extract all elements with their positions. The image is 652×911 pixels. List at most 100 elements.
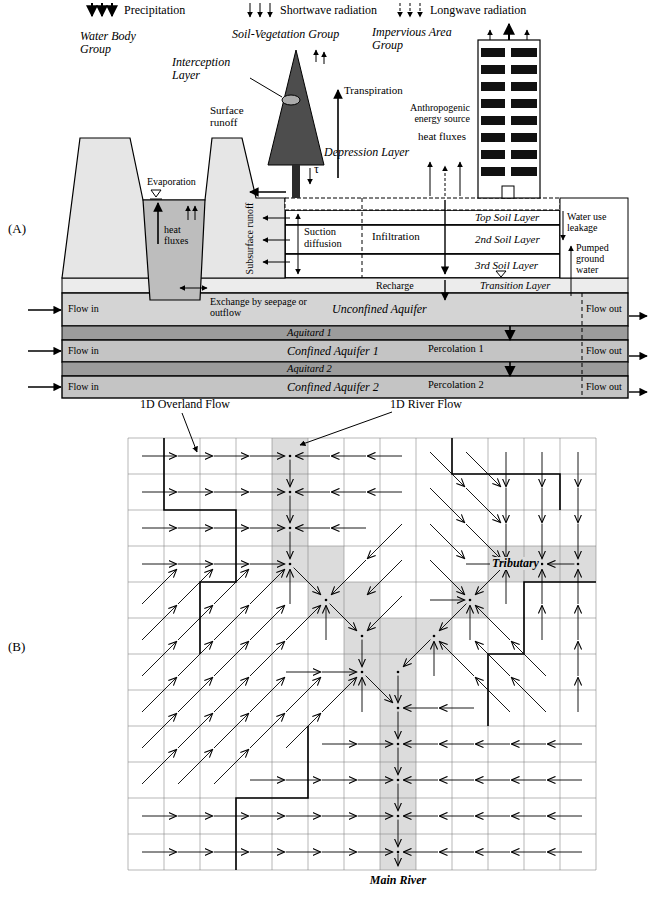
flow-grid [236, 726, 308, 870]
flow-grid [403, 780, 438, 781]
flow-grid [439, 852, 474, 853]
flow-grid [439, 744, 474, 745]
annotation-label: Interception Layer [172, 56, 250, 82]
building [505, 65, 511, 74]
flow-grid [398, 748, 399, 775]
flux-arrows [444, 200, 445, 274]
flow-grid [290, 460, 291, 487]
annotation-label: heat fluxes [418, 130, 466, 142]
flow-grid [439, 816, 474, 817]
layer-band: Top Soil Layer [285, 210, 560, 225]
building [481, 116, 537, 125]
flow-grid [178, 569, 213, 604]
flow-grid [289, 455, 292, 458]
flow-grid [358, 744, 393, 745]
layer-name: Confined Aquifer 1 [287, 345, 379, 358]
annotation-label: (A) [8, 222, 26, 236]
flux-arrows [28, 309, 61, 310]
annotation-label: Subsurface runoff [245, 202, 256, 274]
flow-grid [326, 605, 327, 640]
flow-grid [250, 780, 285, 781]
flow-grid [430, 600, 465, 601]
flow-grid [511, 744, 546, 745]
flow-grid [330, 604, 357, 631]
flow-grid [322, 672, 357, 673]
flow-grid [469, 599, 472, 602]
leader-arrows [182, 413, 197, 452]
annotation-label: Water Body Group [80, 30, 160, 56]
annotation-label: Infiltration [372, 230, 420, 242]
flow-grid [430, 452, 465, 487]
flow-grid [214, 492, 249, 493]
tree [250, 50, 324, 198]
flux-arrows [430, 162, 431, 196]
flow-grid [430, 488, 465, 523]
tree [292, 165, 300, 198]
flow-grid [142, 749, 177, 784]
edge-label: Percolation 2 [428, 379, 484, 391]
flow-grid [542, 605, 543, 640]
annotation-label: 1D Overland Flow [140, 398, 230, 411]
flow-grid [542, 569, 543, 604]
annotation-label: (B) [8, 640, 25, 654]
flow-grid [506, 488, 507, 523]
flow-grid [511, 677, 546, 712]
flow-grid [434, 641, 435, 676]
flow-grid [367, 524, 402, 559]
annotation-label: Flow in [68, 381, 99, 392]
annotation-label: 1D River Flow [390, 398, 462, 411]
flow-grid [214, 713, 249, 748]
flow-grid [214, 749, 249, 784]
layer-band: Aquitard 1 [62, 326, 628, 340]
flow-grid [466, 524, 501, 559]
flow-grid [547, 852, 582, 853]
annotation-label: Exchange by seepage or outflow [210, 296, 310, 318]
terrain [150, 190, 162, 199]
flow-grid [547, 744, 582, 745]
flow-grid [178, 641, 213, 676]
flow-grid [367, 456, 402, 457]
annotation-label: Pumped ground water [576, 242, 626, 275]
flow-grid [403, 744, 438, 745]
layer-fill [62, 278, 628, 293]
flow-grid [466, 452, 501, 487]
flux-arrows [444, 280, 445, 300]
flux-arrows [28, 386, 61, 387]
flux-arrows [629, 315, 647, 316]
flow-grid [178, 677, 213, 712]
flux-arrows [508, 24, 510, 40]
terrain [62, 138, 628, 398]
flow-grid [128, 438, 596, 870]
flow-grid [128, 546, 596, 547]
flow-grid [214, 564, 249, 565]
layer-band: Unconfined Aquifer [62, 293, 628, 326]
flow-grid [547, 780, 582, 781]
flow-grid [475, 605, 510, 640]
flow-grid [398, 784, 399, 811]
annotation-label: Shortwave radiation [280, 4, 377, 17]
flow-grid [542, 452, 543, 487]
flow-grid [214, 852, 249, 853]
flux-arrows [195, 206, 196, 220]
terrain [143, 200, 205, 300]
building [505, 116, 511, 125]
flow-grid [398, 676, 399, 703]
flow-grid [250, 713, 285, 748]
flux-arrows [250, 191, 286, 193]
building [505, 133, 511, 142]
layer-name: Aquitard 1 [287, 327, 332, 338]
annotation-label: Flow out [586, 303, 622, 314]
flow-grid [178, 456, 213, 457]
flow-grid [362, 677, 363, 712]
flow-grid [250, 816, 285, 817]
flow-grid [397, 743, 400, 746]
flow-grid [403, 816, 438, 817]
building [502, 186, 514, 198]
legend-arrows [260, 3, 261, 17]
flow-grid [322, 780, 357, 781]
leader-arrows [182, 412, 392, 452]
flow-grid [290, 569, 291, 604]
annotation-label: Soil-Vegetation Group [232, 28, 339, 41]
